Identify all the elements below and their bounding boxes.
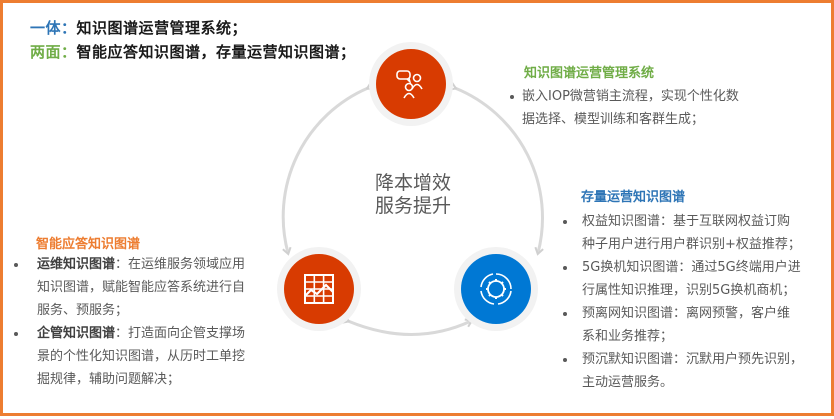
bullet-dot — [14, 263, 18, 267]
stock-bullets: 权益知识图谱：基于互联网权益订购 种子用户进行用户群识别+权益推荐； 5G换机知… — [563, 210, 822, 394]
bullet-item: 权益知识图谱：基于互联网权益订购 种子用户进行用户群识别+权益推荐； — [563, 210, 822, 256]
headline-text-2: 智能应答知识图谱，存量运营知识图谱； — [76, 43, 356, 61]
center-label: 降本增效 服务提升 — [363, 172, 463, 218]
headline-line-1: 一体：知识图谱运营管理系统； — [30, 17, 247, 38]
arrow-left-to-right — [341, 314, 474, 336]
section-title-qa: 智能应答知识图谱 — [36, 237, 141, 252]
bullet-bold-term: 运维知识图谱 — [37, 257, 116, 272]
headline-line-2: 两面：智能应答知识图谱，存量运营知识图谱； — [30, 41, 356, 62]
bullet-item: 运维知识图谱：在运维服务领域应用 知识图谱，赋能智能应答系统进行自 服务、预服务… — [14, 253, 267, 322]
bullet-dot — [563, 312, 567, 316]
bullet-dot — [563, 220, 567, 224]
center-line-1: 降本增效 — [374, 172, 451, 194]
bullet-item: 嵌入IOP微营销主流程，实现个性化数 据选择、模型训练和客群生成； — [510, 85, 782, 131]
bullet-dot — [563, 358, 567, 362]
bullet-bold-term: 企管知识图谱 — [37, 326, 116, 341]
bullet-item: 企管知识图谱：打造面向企管支撑场 景的个性化知识图谱，从历时工单挖 掘规律，辅助… — [14, 322, 267, 391]
chat-users-icon — [396, 70, 423, 99]
gear-cycle-icon — [480, 273, 512, 305]
node-qa-knowledge-graph — [277, 247, 361, 331]
qa-bullets: 运维知识图谱：在运维服务领域应用 知识图谱，赋能智能应答系统进行自 服务、预服务… — [14, 253, 267, 391]
arrow-top-to-right — [448, 81, 544, 256]
bullet-dot — [510, 95, 514, 99]
bullet-item: 5G换机知识图谱：通过5G终端用户进 行属性知识推理，识别5G换机商机； — [563, 256, 822, 302]
headline-tag-two-sides: 两面： — [30, 43, 77, 61]
bullet-dot — [563, 266, 567, 270]
management-bullets: 嵌入IOP微营销主流程，实现个性化数 据选择、模型训练和客群生成； — [510, 85, 782, 131]
arrow-top-to-left — [281, 81, 375, 256]
center-line-2: 服务提升 — [374, 195, 451, 217]
node-management-system — [369, 42, 453, 126]
bullet-item: 预沉默知识图谱：沉默用户预先识别， 主动运营服务。 — [563, 348, 822, 394]
bullet-dot — [14, 332, 18, 336]
headline-text-1: 知识图谱运营管理系统； — [76, 19, 248, 37]
bullet-item: 预离网知识图谱：离网预警，客户维 系和业务推荐； — [563, 302, 822, 348]
node-stock-operation-graph — [454, 247, 538, 331]
section-title-stock: 存量运营知识图谱 — [581, 190, 686, 205]
headline-tag-unified: 一体： — [30, 19, 77, 37]
table-chart-icon — [304, 274, 334, 304]
section-title-management: 知识图谱运营管理系统 — [524, 66, 655, 81]
cycle-arrows — [281, 81, 544, 336]
